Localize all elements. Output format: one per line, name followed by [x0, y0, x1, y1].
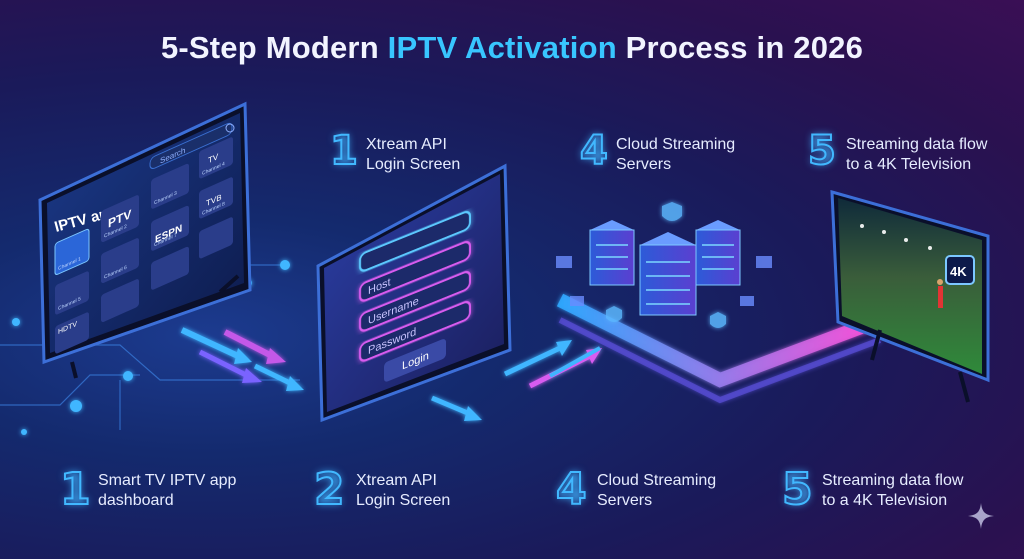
sparkle-icon	[968, 503, 994, 529]
step-number: 5	[781, 463, 814, 516]
step-number: 4	[579, 127, 609, 175]
step-number: 2	[313, 463, 346, 516]
step-number: 1	[59, 463, 92, 516]
step-number: 4	[555, 463, 588, 516]
login-tv: Host Username Password Login	[316, 163, 512, 423]
server-icon	[639, 232, 697, 316]
smart-tv-dashboard: IPTV app Search PTV ESPN TV TVB HDTV Cha…	[38, 101, 252, 379]
server-icon	[589, 220, 635, 286]
step-number: 5	[807, 127, 837, 175]
title-highlight: IPTV Activation	[387, 30, 617, 65]
search-icon	[225, 123, 235, 133]
step-number: 1	[329, 127, 359, 175]
player-figure	[938, 286, 943, 308]
cloud-servers	[556, 202, 772, 328]
shield-lock-icon	[606, 202, 726, 328]
flow-arrows-2	[431, 340, 602, 421]
tv-4k: 4K	[830, 189, 990, 403]
page-title: 5-Step Modern IPTV Activation Process in…	[160, 30, 864, 65]
server-icon	[695, 220, 741, 286]
badge-4k: 4K	[950, 264, 967, 279]
tile-tv: TV	[208, 151, 219, 165]
flow-arrows-1	[180, 327, 304, 391]
